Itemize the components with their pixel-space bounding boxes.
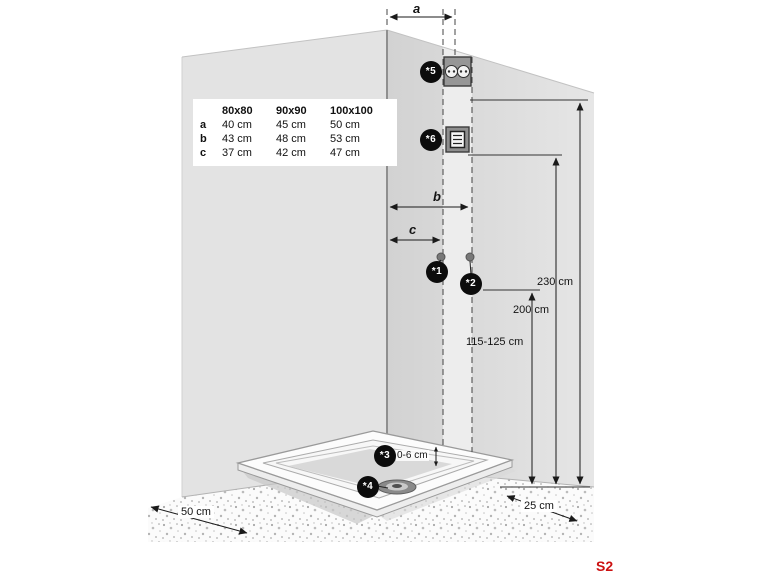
dim-25-label: 25 cm [521, 500, 557, 512]
shower-tray [235, 430, 515, 518]
socket-icon [443, 56, 472, 87]
dim-50-label: 50 cm [178, 506, 214, 518]
table-cell-a-80: 40 cm [222, 119, 252, 131]
control-panel-icon [445, 126, 470, 153]
dimensions-table: 80x80 90x90 100x100 a 40 cm 45 cm 50 cm … [193, 99, 397, 166]
dim-115-125-label: 115-125 cm [466, 336, 524, 348]
mounting-strip [443, 47, 472, 452]
row-label-a: a [200, 119, 207, 131]
table-corner-cell [200, 104, 222, 118]
table-cell-b-100: 53 cm [330, 133, 360, 145]
table-header-100x100: 100x100 [330, 105, 373, 117]
right-wall [387, 30, 594, 487]
marker-4: *4 [357, 476, 379, 498]
table-cell-b-80: 43 cm [222, 133, 252, 145]
table-cell-c-90: 42 cm [276, 147, 306, 159]
dim-a-label: a [413, 1, 421, 16]
table-row-a: a 40 cm 45 cm 50 cm [200, 118, 388, 132]
dim-50-line [150, 505, 248, 535]
table-cell-c-80: 37 cm [222, 147, 252, 159]
dim-b-label: b [433, 189, 441, 204]
table-cell-a-100: 50 cm [330, 119, 360, 131]
table-row-b: b 43 cm 48 cm 53 cm [200, 132, 388, 146]
water-connection-points [376, 252, 475, 489]
model-code: S2 [596, 558, 614, 574]
dim-tray-adjust-label: 0-6 cm [396, 450, 429, 461]
table-row-c: c 37 cm 42 cm 47 cm [200, 146, 388, 160]
dim-c-label: c [409, 222, 417, 237]
reference-lines [468, 99, 590, 488]
table-cell-a-90: 45 cm [276, 119, 306, 131]
table-cell-c-100: 47 cm [330, 147, 360, 159]
table-header-80x80: 80x80 [222, 105, 253, 117]
dim-230-label: 230 cm [537, 276, 574, 288]
dimension-lines [150, 13, 584, 535]
marker-5: *5 [420, 61, 442, 83]
row-label-b: b [200, 133, 207, 145]
guide-lines-dashed [386, 9, 473, 452]
marker-6: *6 [420, 129, 442, 151]
marker-1: *1 [426, 261, 448, 283]
table-header-row: 80x80 90x90 100x100 [200, 104, 388, 118]
marker-3: *3 [374, 445, 396, 467]
table-cell-b-90: 48 cm [276, 133, 306, 145]
marker-2: *2 [460, 273, 482, 295]
table-header-90x90: 90x90 [276, 105, 307, 117]
drain-icon [377, 479, 417, 495]
dim-200-label: 200 cm [513, 304, 550, 316]
row-label-c: c [200, 147, 207, 159]
